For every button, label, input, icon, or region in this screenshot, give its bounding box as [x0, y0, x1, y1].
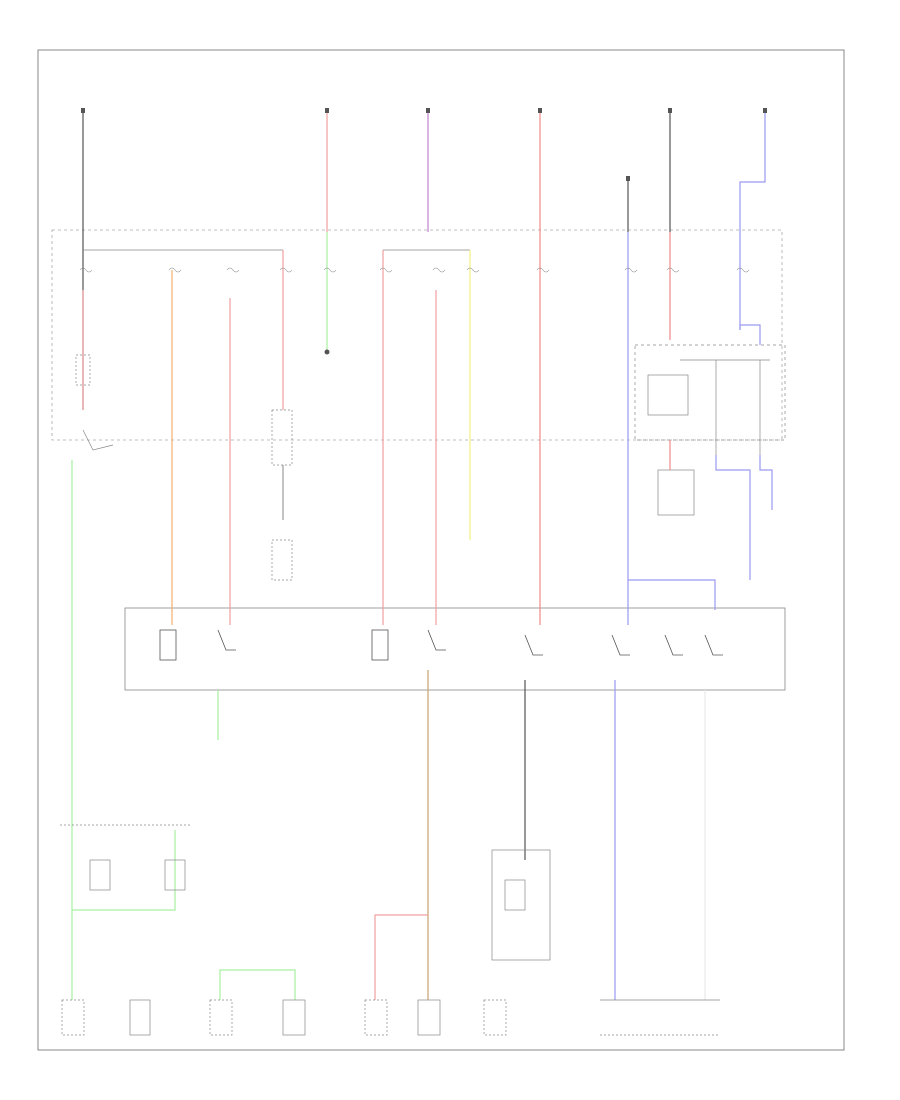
connector-4	[538, 108, 542, 113]
diagram-frame	[37, 49, 845, 1051]
lower-left-components	[60, 824, 190, 891]
blue-loop	[628, 324, 773, 610]
connector-7	[626, 176, 630, 181]
source-connectors	[81, 108, 767, 181]
connector-2	[325, 108, 329, 113]
connector-5	[668, 108, 672, 113]
source-wires	[82, 112, 766, 410]
relay-switches	[159, 629, 723, 661]
connector-dot	[324, 349, 330, 355]
wire-source-6	[739, 112, 766, 232]
connector-3	[426, 108, 430, 113]
lower-wires	[72, 670, 706, 1000]
underhood-fuse-box	[51, 229, 783, 441]
bottom-right-relay	[491, 849, 551, 961]
fuse-drop-wires	[82, 232, 741, 625]
right-relay-cluster	[634, 344, 786, 516]
fuse-symbols	[79, 267, 750, 273]
connector-6	[763, 108, 767, 113]
bottom-components	[61, 999, 720, 1036]
small-relay	[271, 409, 293, 581]
left-components	[75, 354, 114, 451]
connector-1	[81, 108, 85, 113]
relay-box	[124, 607, 786, 691]
